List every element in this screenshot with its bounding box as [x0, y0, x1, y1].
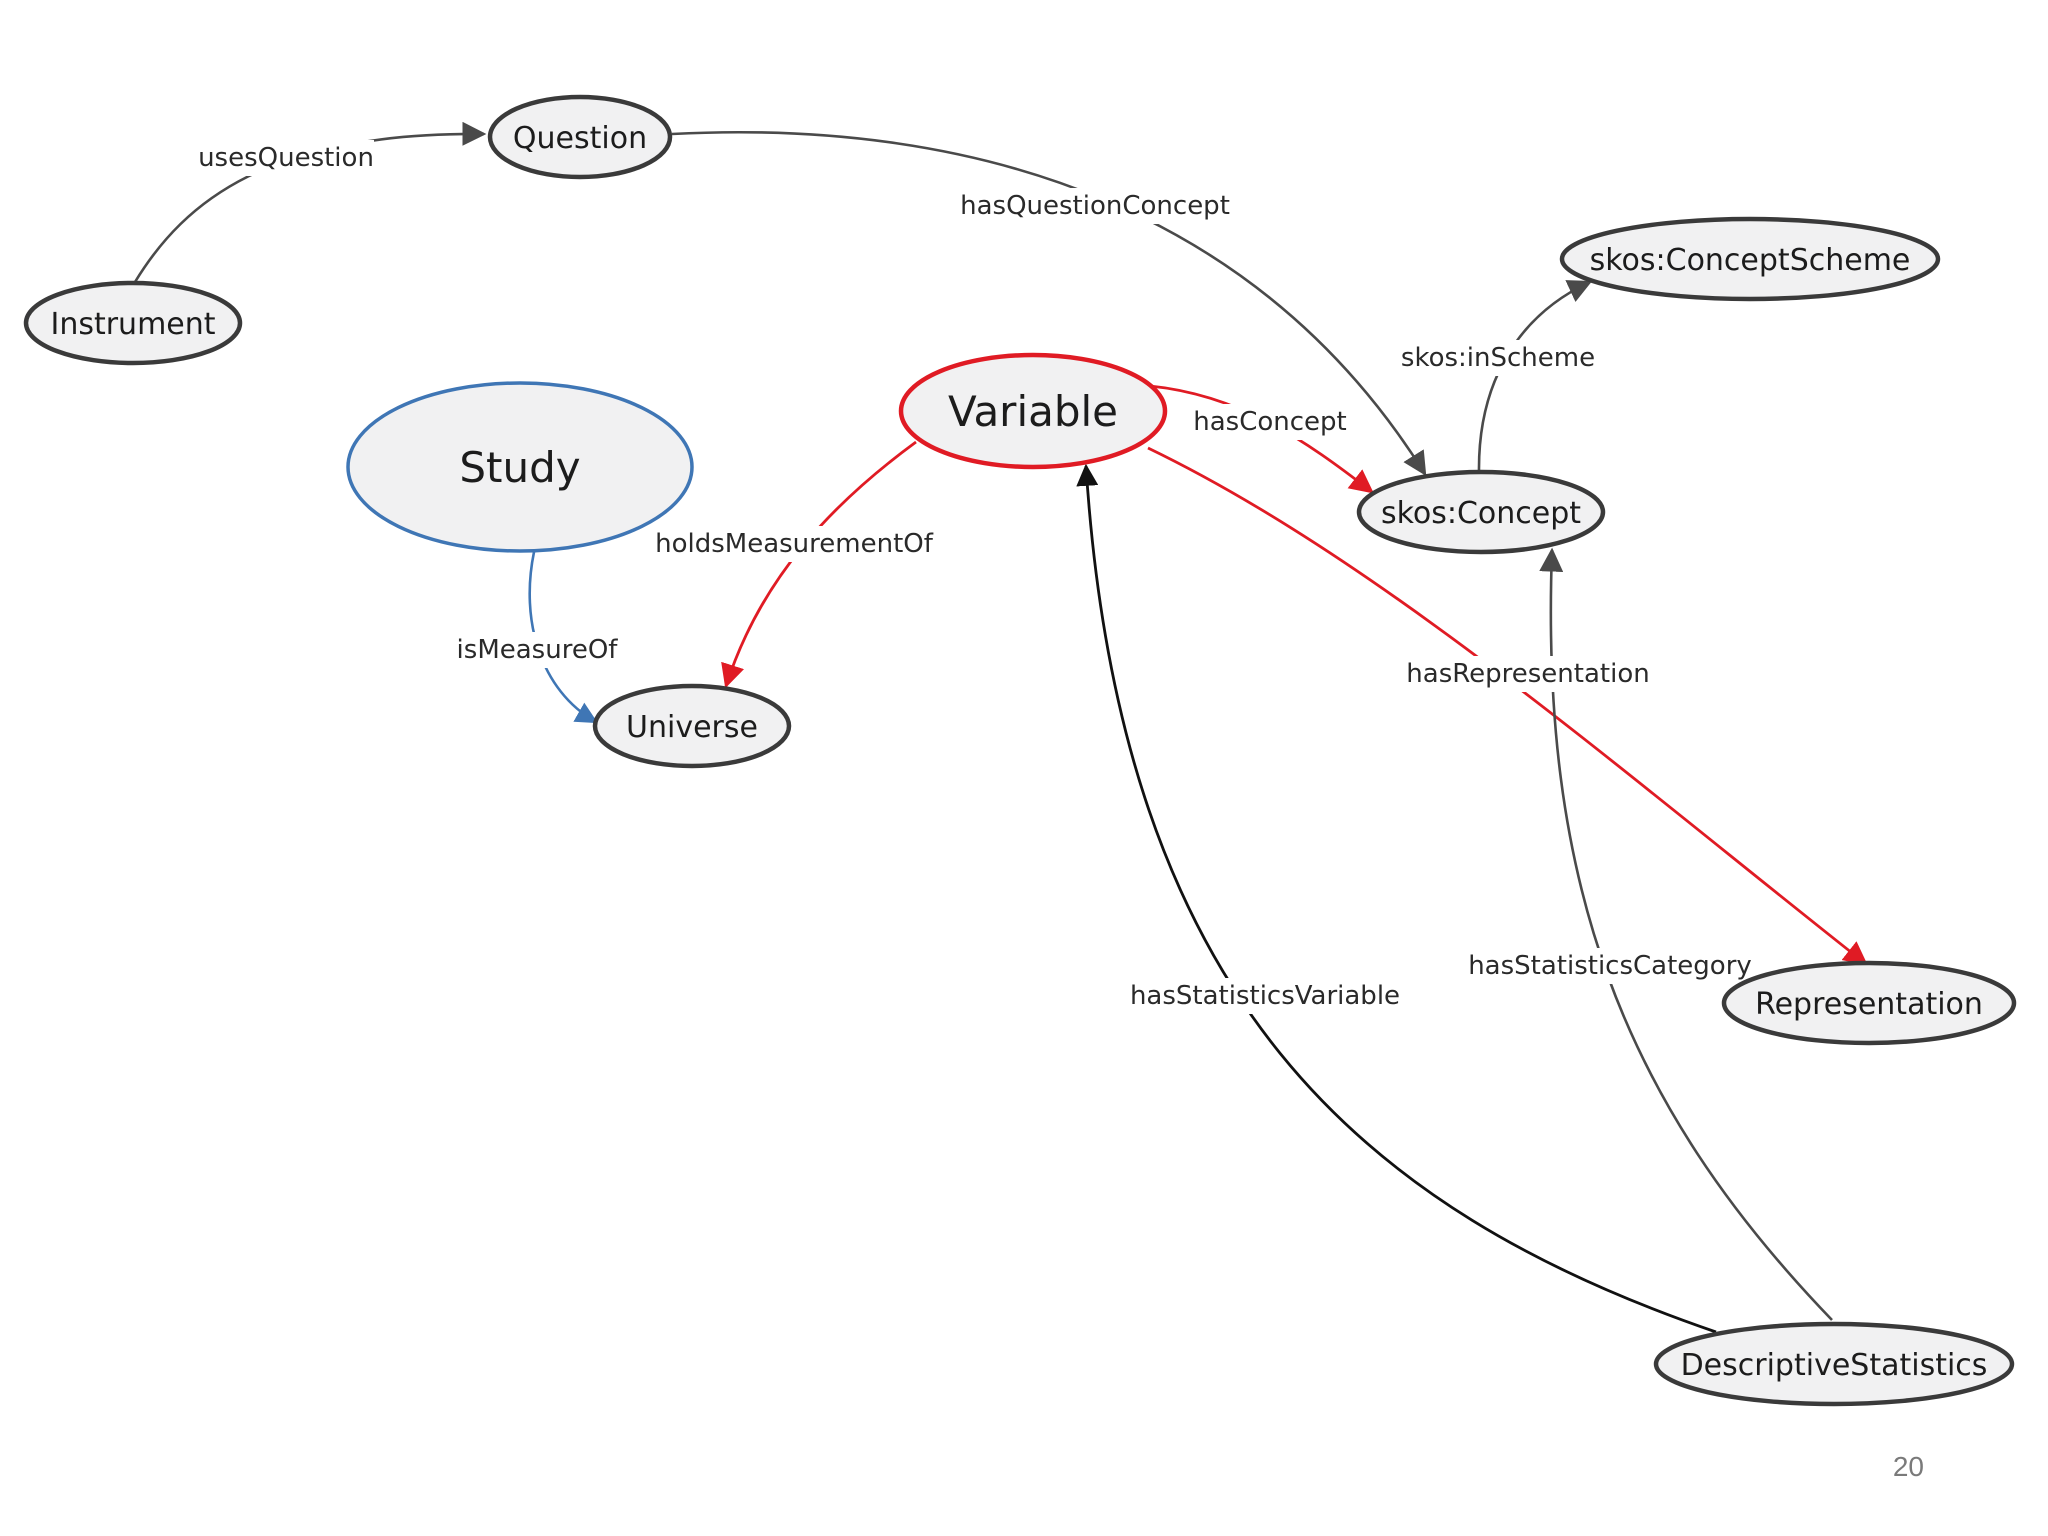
- svg-text:skos:inScheme: skos:inScheme: [1401, 343, 1595, 373]
- svg-text:usesQuestion: usesQuestion: [198, 143, 374, 173]
- node-variable-label: Variable: [948, 387, 1118, 436]
- label-has-statistics-variable: hasStatisticsVariable: [1130, 978, 1400, 1014]
- svg-text:hasConcept: hasConcept: [1193, 407, 1347, 437]
- page-number: 20: [1893, 1451, 1924, 1482]
- node-skos-concept-scheme-label: skos:ConceptScheme: [1590, 243, 1911, 278]
- svg-text:hasStatisticsVariable: hasStatisticsVariable: [1130, 981, 1400, 1011]
- edge-holds-measurement-of: [721, 440, 917, 689]
- svg-text:isMeasureOf: isMeasureOf: [457, 635, 619, 665]
- node-universe-label: Universe: [626, 710, 758, 745]
- label-has-statistics-category: hasStatisticsCategory: [1468, 948, 1752, 984]
- label-has-question-concept: hasQuestionConcept: [960, 188, 1230, 224]
- node-question[interactable]: Question: [487, 94, 673, 180]
- node-representation-label: Representation: [1755, 987, 1983, 1022]
- node-descriptive-statistics-label: DescriptiveStatistics: [1681, 1348, 1988, 1383]
- node-skos-concept[interactable]: skos:Concept: [1356, 469, 1606, 555]
- node-skos-concept-scheme[interactable]: skos:ConceptScheme: [1559, 216, 1941, 302]
- node-variable[interactable]: Variable: [898, 352, 1168, 470]
- svg-text:hasRepresentation: hasRepresentation: [1406, 659, 1649, 689]
- svg-text:holdsMeasurementOf: holdsMeasurementOf: [655, 529, 934, 559]
- label-holds-measurement-of: holdsMeasurementOf: [655, 526, 934, 562]
- node-skos-concept-label: skos:Concept: [1381, 496, 1581, 531]
- edge-uses-question: [133, 121, 487, 283]
- node-descriptive-statistics[interactable]: DescriptiveStatistics: [1653, 1321, 2015, 1407]
- edge-has-statistics-variable: [1076, 463, 1717, 1334]
- node-instrument[interactable]: Instrument: [23, 280, 243, 366]
- svg-text:hasStatisticsCategory: hasStatisticsCategory: [1468, 951, 1752, 981]
- node-representation[interactable]: Representation: [1721, 960, 2017, 1046]
- label-has-representation: hasRepresentation: [1406, 656, 1650, 692]
- label-is-measure-of: isMeasureOf: [456, 632, 618, 668]
- node-study-label: Study: [459, 443, 580, 492]
- node-instrument-label: Instrument: [50, 307, 215, 342]
- edge-skos-in-scheme: [1477, 280, 1593, 473]
- label-skos-in-scheme: skos:inScheme: [1401, 340, 1595, 376]
- label-uses-question: usesQuestion: [198, 140, 374, 176]
- label-has-concept: hasConcept: [1192, 404, 1347, 440]
- node-question-label: Question: [513, 121, 647, 156]
- node-study[interactable]: Study: [346, 381, 694, 553]
- svg-text:hasQuestionConcept: hasQuestionConcept: [960, 191, 1230, 221]
- node-universe[interactable]: Universe: [592, 683, 792, 769]
